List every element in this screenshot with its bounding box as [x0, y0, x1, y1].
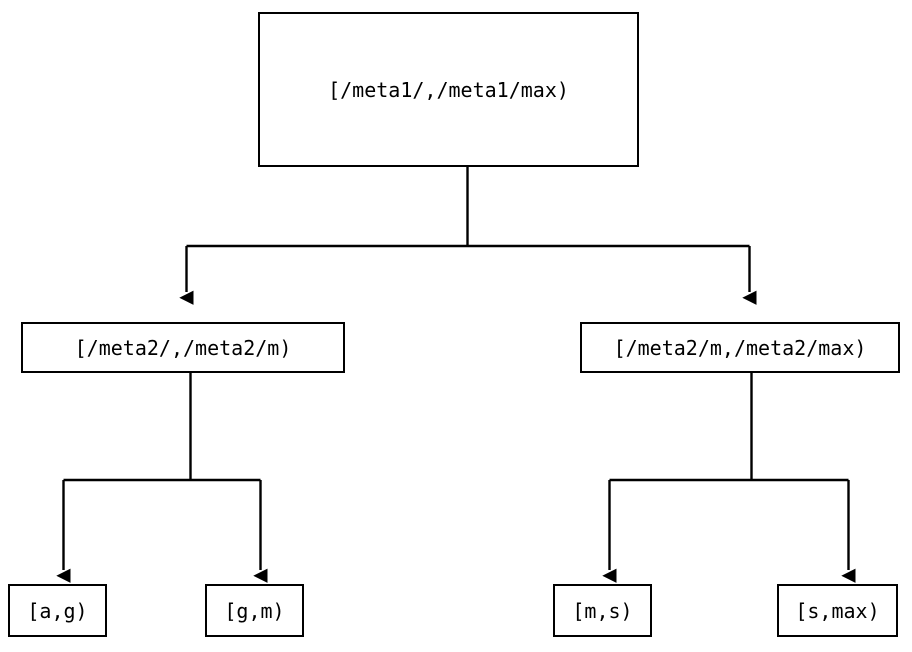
tree-node-mid-right-label: [/meta2/m,/meta2/max): [613, 335, 867, 360]
tree-node-leaf-s-max[interactable]: [s,max): [777, 584, 898, 637]
tree-node-leaf-g-m[interactable]: [g,m): [205, 584, 304, 637]
tree-node-leaf-a-g[interactable]: [a,g): [8, 584, 107, 637]
tree-node-leaf-a-g-label: [a,g): [27, 598, 88, 623]
tree-node-leaf-s-max-label: [s,max): [795, 598, 880, 623]
tree-node-mid-right[interactable]: [/meta2/m,/meta2/max): [580, 322, 900, 373]
tree-node-leaf-m-s-label: [m,s): [572, 598, 633, 623]
edge-mid-right-to-leaves: [602, 373, 856, 583]
edge-root-to-mid: [179, 167, 757, 305]
tree-node-mid-left[interactable]: [/meta2/,/meta2/m): [21, 322, 345, 373]
tree-node-root-label: [/meta1/,/meta1/max): [328, 77, 569, 102]
tree-node-mid-left-label: [/meta2/,/meta2/m): [74, 335, 292, 360]
tree-node-leaf-g-m-label: [g,m): [224, 598, 285, 623]
tree-node-leaf-m-s[interactable]: [m,s): [553, 584, 652, 637]
edge-mid-left-to-leaves: [56, 373, 268, 583]
tree-node-root[interactable]: [/meta1/,/meta1/max): [258, 12, 639, 167]
